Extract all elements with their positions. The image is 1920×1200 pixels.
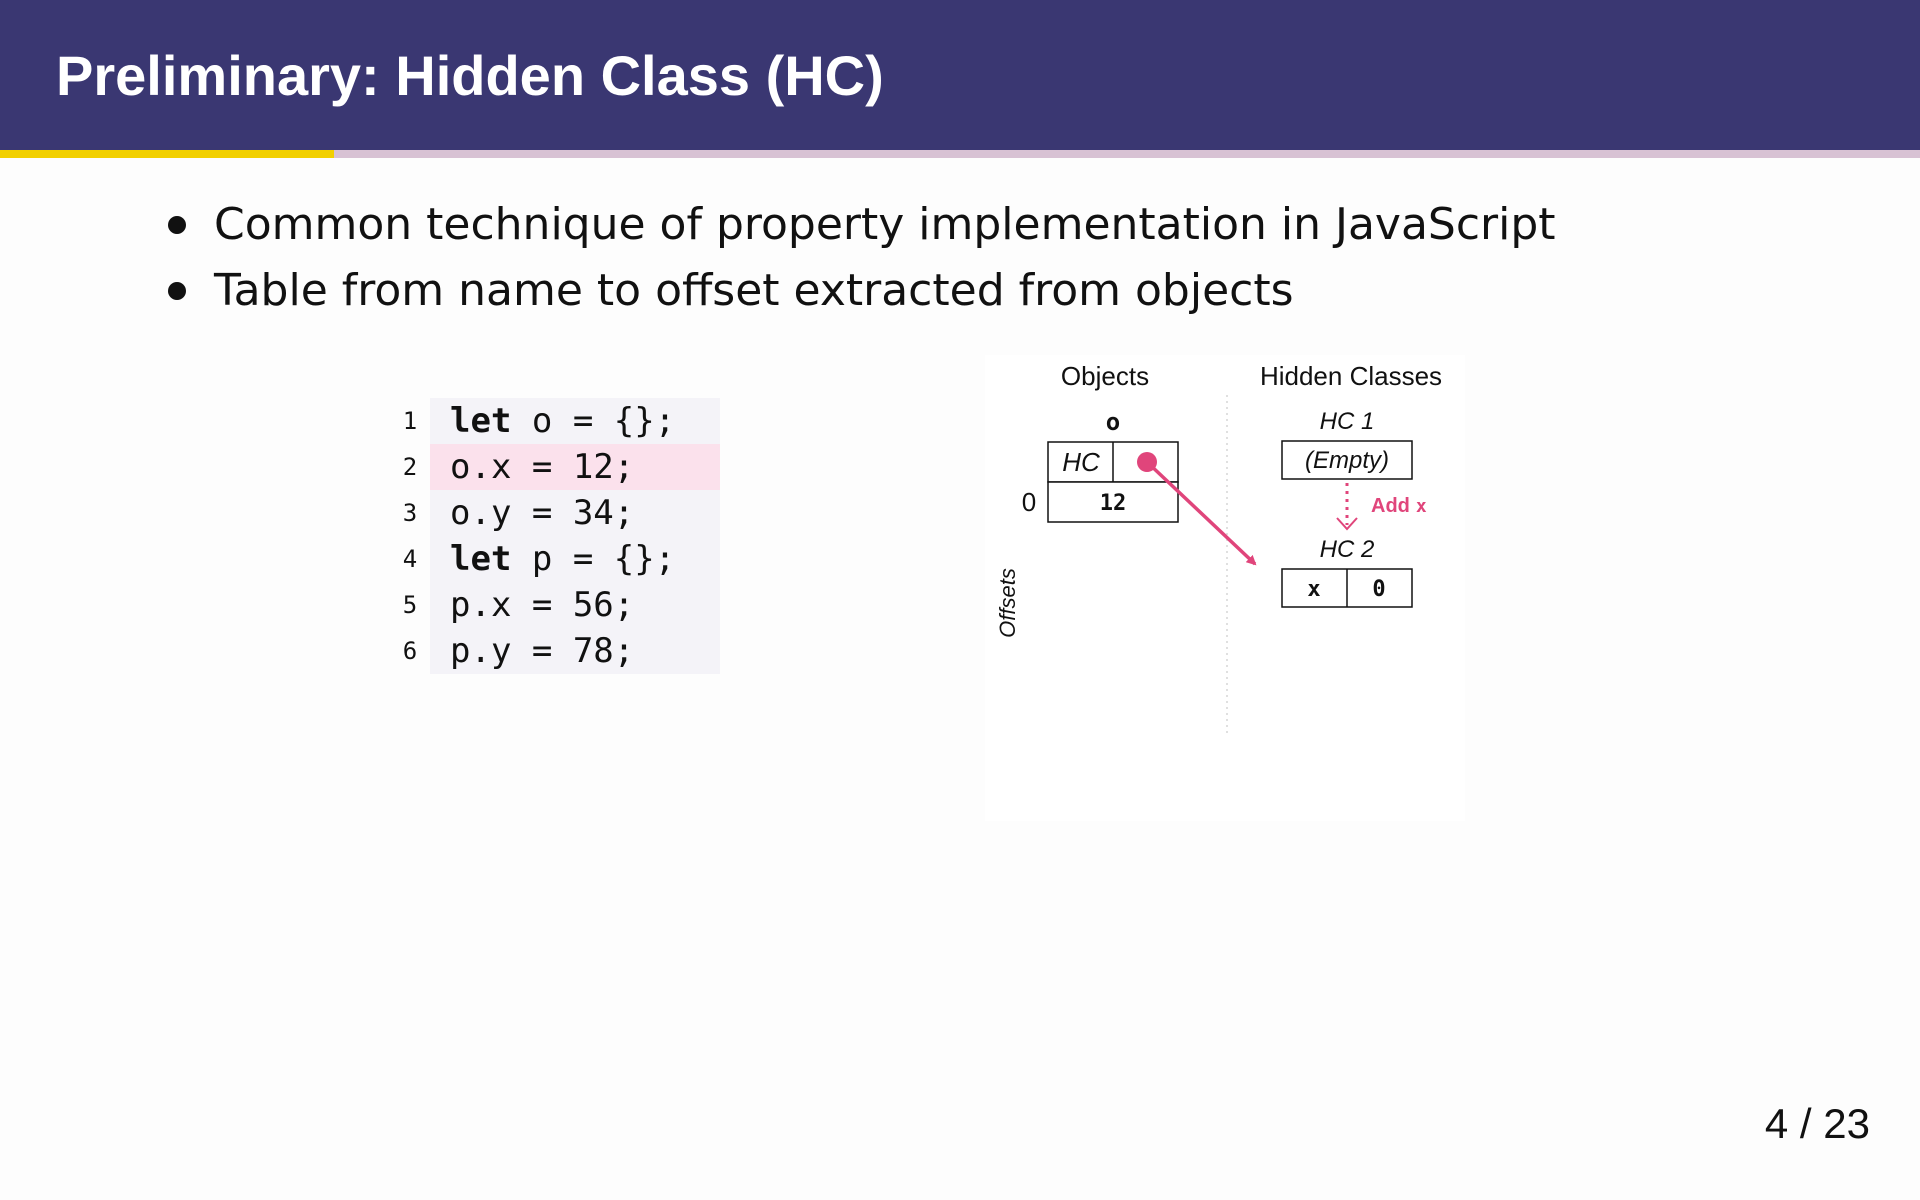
code-keyword: let <box>450 539 512 579</box>
progress-bar-fill <box>0 150 334 158</box>
slide-header: Preliminary: Hidden Class (HC) <box>0 0 1920 150</box>
code-line: 6 p.y = 78; <box>390 628 720 674</box>
offsets-axis-label: Offsets <box>995 568 1020 638</box>
code-text: o.x = 12; <box>430 444 720 490</box>
transition-arrowhead <box>1336 517 1358 531</box>
objects-heading: Objects <box>1061 361 1149 391</box>
code-rest: p.y = 78; <box>450 631 635 671</box>
diagram-canvas: Objects Hidden Classes Offsets o HC 12 0… <box>995 361 1442 735</box>
code-rest: o.y = 34; <box>450 493 635 533</box>
code-line: 5 p.x = 56; <box>390 582 720 628</box>
code-rest: o.x = 12; <box>450 447 635 487</box>
code-keyword: let <box>450 401 512 441</box>
hc1-content: (Empty) <box>1305 447 1389 474</box>
line-number: 5 <box>402 591 418 619</box>
transition-key: x <box>1416 496 1427 517</box>
line-number: 1 <box>402 407 418 435</box>
line-number: 4 <box>402 545 418 573</box>
hidden-class-diagram: Objects Hidden Classes Offsets o HC 12 0… <box>985 355 1465 821</box>
code-text: p.y = 78; <box>430 628 720 674</box>
code-text: let p = {}; <box>430 536 720 582</box>
line-number: 6 <box>402 637 418 665</box>
hc1-label: HC 1 <box>1320 408 1375 435</box>
bullet-item: Common technique of property implementat… <box>160 192 1556 258</box>
code-text: p.x = 56; <box>430 582 720 628</box>
progress-bar <box>0 150 1920 158</box>
hc2-offset: 0 <box>1372 577 1385 602</box>
hidden-classes-heading: Hidden Classes <box>1260 361 1442 391</box>
hc-pointer-dot <box>1137 452 1157 472</box>
line-number: 3 <box>402 499 418 527</box>
object-slot-row <box>1047 481 1179 523</box>
object-slot-value: 12 <box>1100 491 1127 516</box>
code-rest: p = {}; <box>511 539 676 579</box>
code-line: 4 let p = {}; <box>390 536 720 582</box>
code-line: 1 let o = {}; <box>390 398 720 444</box>
code-listing: 1 let o = {}; 2 o.x = 12; 3 o.y = 34; 4 … <box>390 398 720 674</box>
slide-title: Preliminary: Hidden Class (HC) <box>56 44 884 107</box>
code-rest: o = {}; <box>511 401 676 441</box>
bullet-list: Common technique of property implementat… <box>160 192 1556 324</box>
bullet-item: Table from name to offset extracted from… <box>160 258 1556 324</box>
code-line: 3 o.y = 34; <box>390 490 720 536</box>
code-text: o.y = 34; <box>430 490 720 536</box>
object-hc-label: HC <box>1062 447 1100 477</box>
code-line: 2 o.x = 12; <box>390 444 720 490</box>
line-number: 2 <box>402 453 418 481</box>
page-number: 4 / 23 <box>1764 1100 1870 1147</box>
object-slot-offset: 0 <box>1022 487 1036 517</box>
hc-pointer-arrow <box>1145 460 1257 566</box>
code-text: let o = {}; <box>430 398 720 444</box>
hc2-label: HC 2 <box>1320 536 1375 563</box>
hc2-key: x <box>1307 577 1320 602</box>
transition-label-text: Add <box>1371 495 1410 517</box>
object-name: o <box>1106 408 1120 436</box>
code-rest: p.x = 56; <box>450 585 635 625</box>
hc1-box <box>1281 440 1413 480</box>
